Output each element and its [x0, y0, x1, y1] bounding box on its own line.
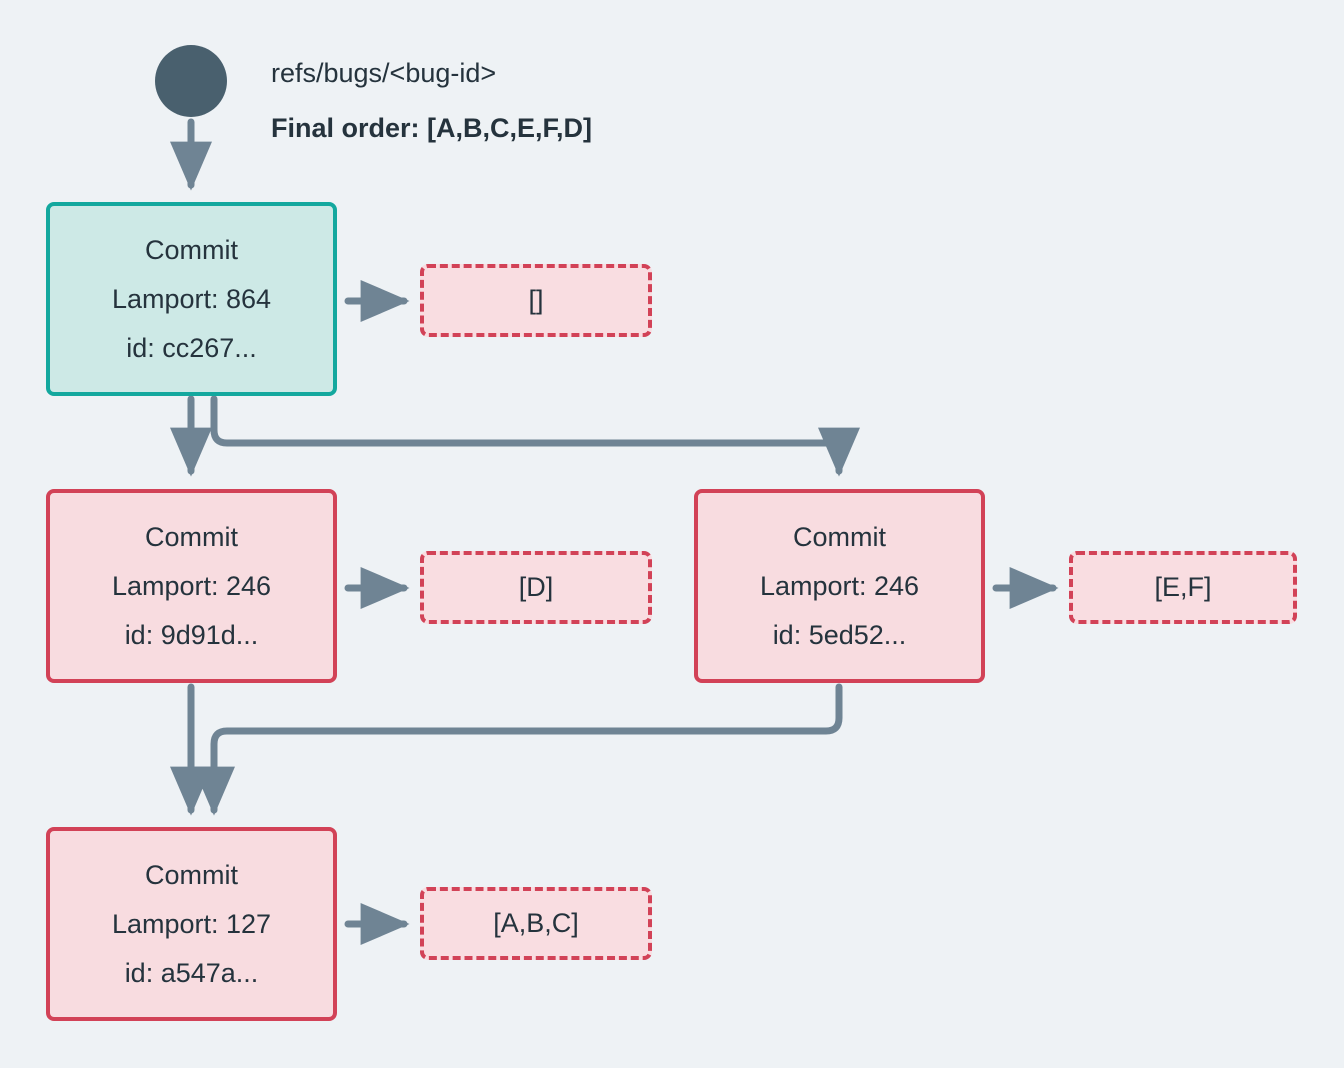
- commit-hash: id: 9d91d...: [124, 619, 259, 650]
- ops-label: [A,B,C]: [493, 908, 579, 938]
- commit-lamport: Lamport: 246: [111, 570, 272, 601]
- edge-cc267-to-5ed52: [210, 395, 860, 477]
- ref-head-node[interactable]: [155, 45, 227, 117]
- commit-hash: id: 5ed52...: [772, 619, 907, 650]
- ops-label: []: [528, 285, 544, 315]
- commit-node-cc267[interactable]: Commit Lamport: 864 id: cc267...: [46, 202, 337, 396]
- commit-hash: id: a547a...: [124, 957, 259, 988]
- ops-node-a547a[interactable]: [A,B,C]: [420, 887, 652, 960]
- commit-node-a547a[interactable]: Commit Lamport: 127 id: a547a...: [46, 827, 337, 1021]
- ops-label: [D]: [518, 572, 554, 602]
- commit-title: Commit: [145, 521, 238, 552]
- commit-title: Commit: [145, 234, 238, 265]
- edge-5ed52-to-a547a: [193, 683, 843, 816]
- ops-node-9d91d[interactable]: [D]: [420, 551, 652, 624]
- ops-node-5ed52[interactable]: [E,F]: [1069, 551, 1297, 624]
- commit-title: Commit: [145, 859, 238, 890]
- commit-node-5ed52[interactable]: Commit Lamport: 246 id: 5ed52...: [694, 489, 985, 683]
- ops-label: [E,F]: [1154, 572, 1212, 602]
- commit-hash: id: cc267...: [126, 332, 257, 363]
- commit-lamport: Lamport: 246: [759, 570, 920, 601]
- commit-title: Commit: [793, 521, 886, 552]
- commit-lamport: Lamport: 864: [111, 283, 272, 314]
- final-order-label: Final order: [A,B,C,E,F,D]: [271, 113, 593, 143]
- ops-node-cc267[interactable]: []: [420, 264, 652, 337]
- commit-lamport: Lamport: 127: [111, 908, 272, 939]
- ref-name-label: refs/bugs/<bug-id>: [271, 58, 497, 88]
- commit-node-9d91d[interactable]: Commit Lamport: 246 id: 9d91d...: [46, 489, 337, 683]
